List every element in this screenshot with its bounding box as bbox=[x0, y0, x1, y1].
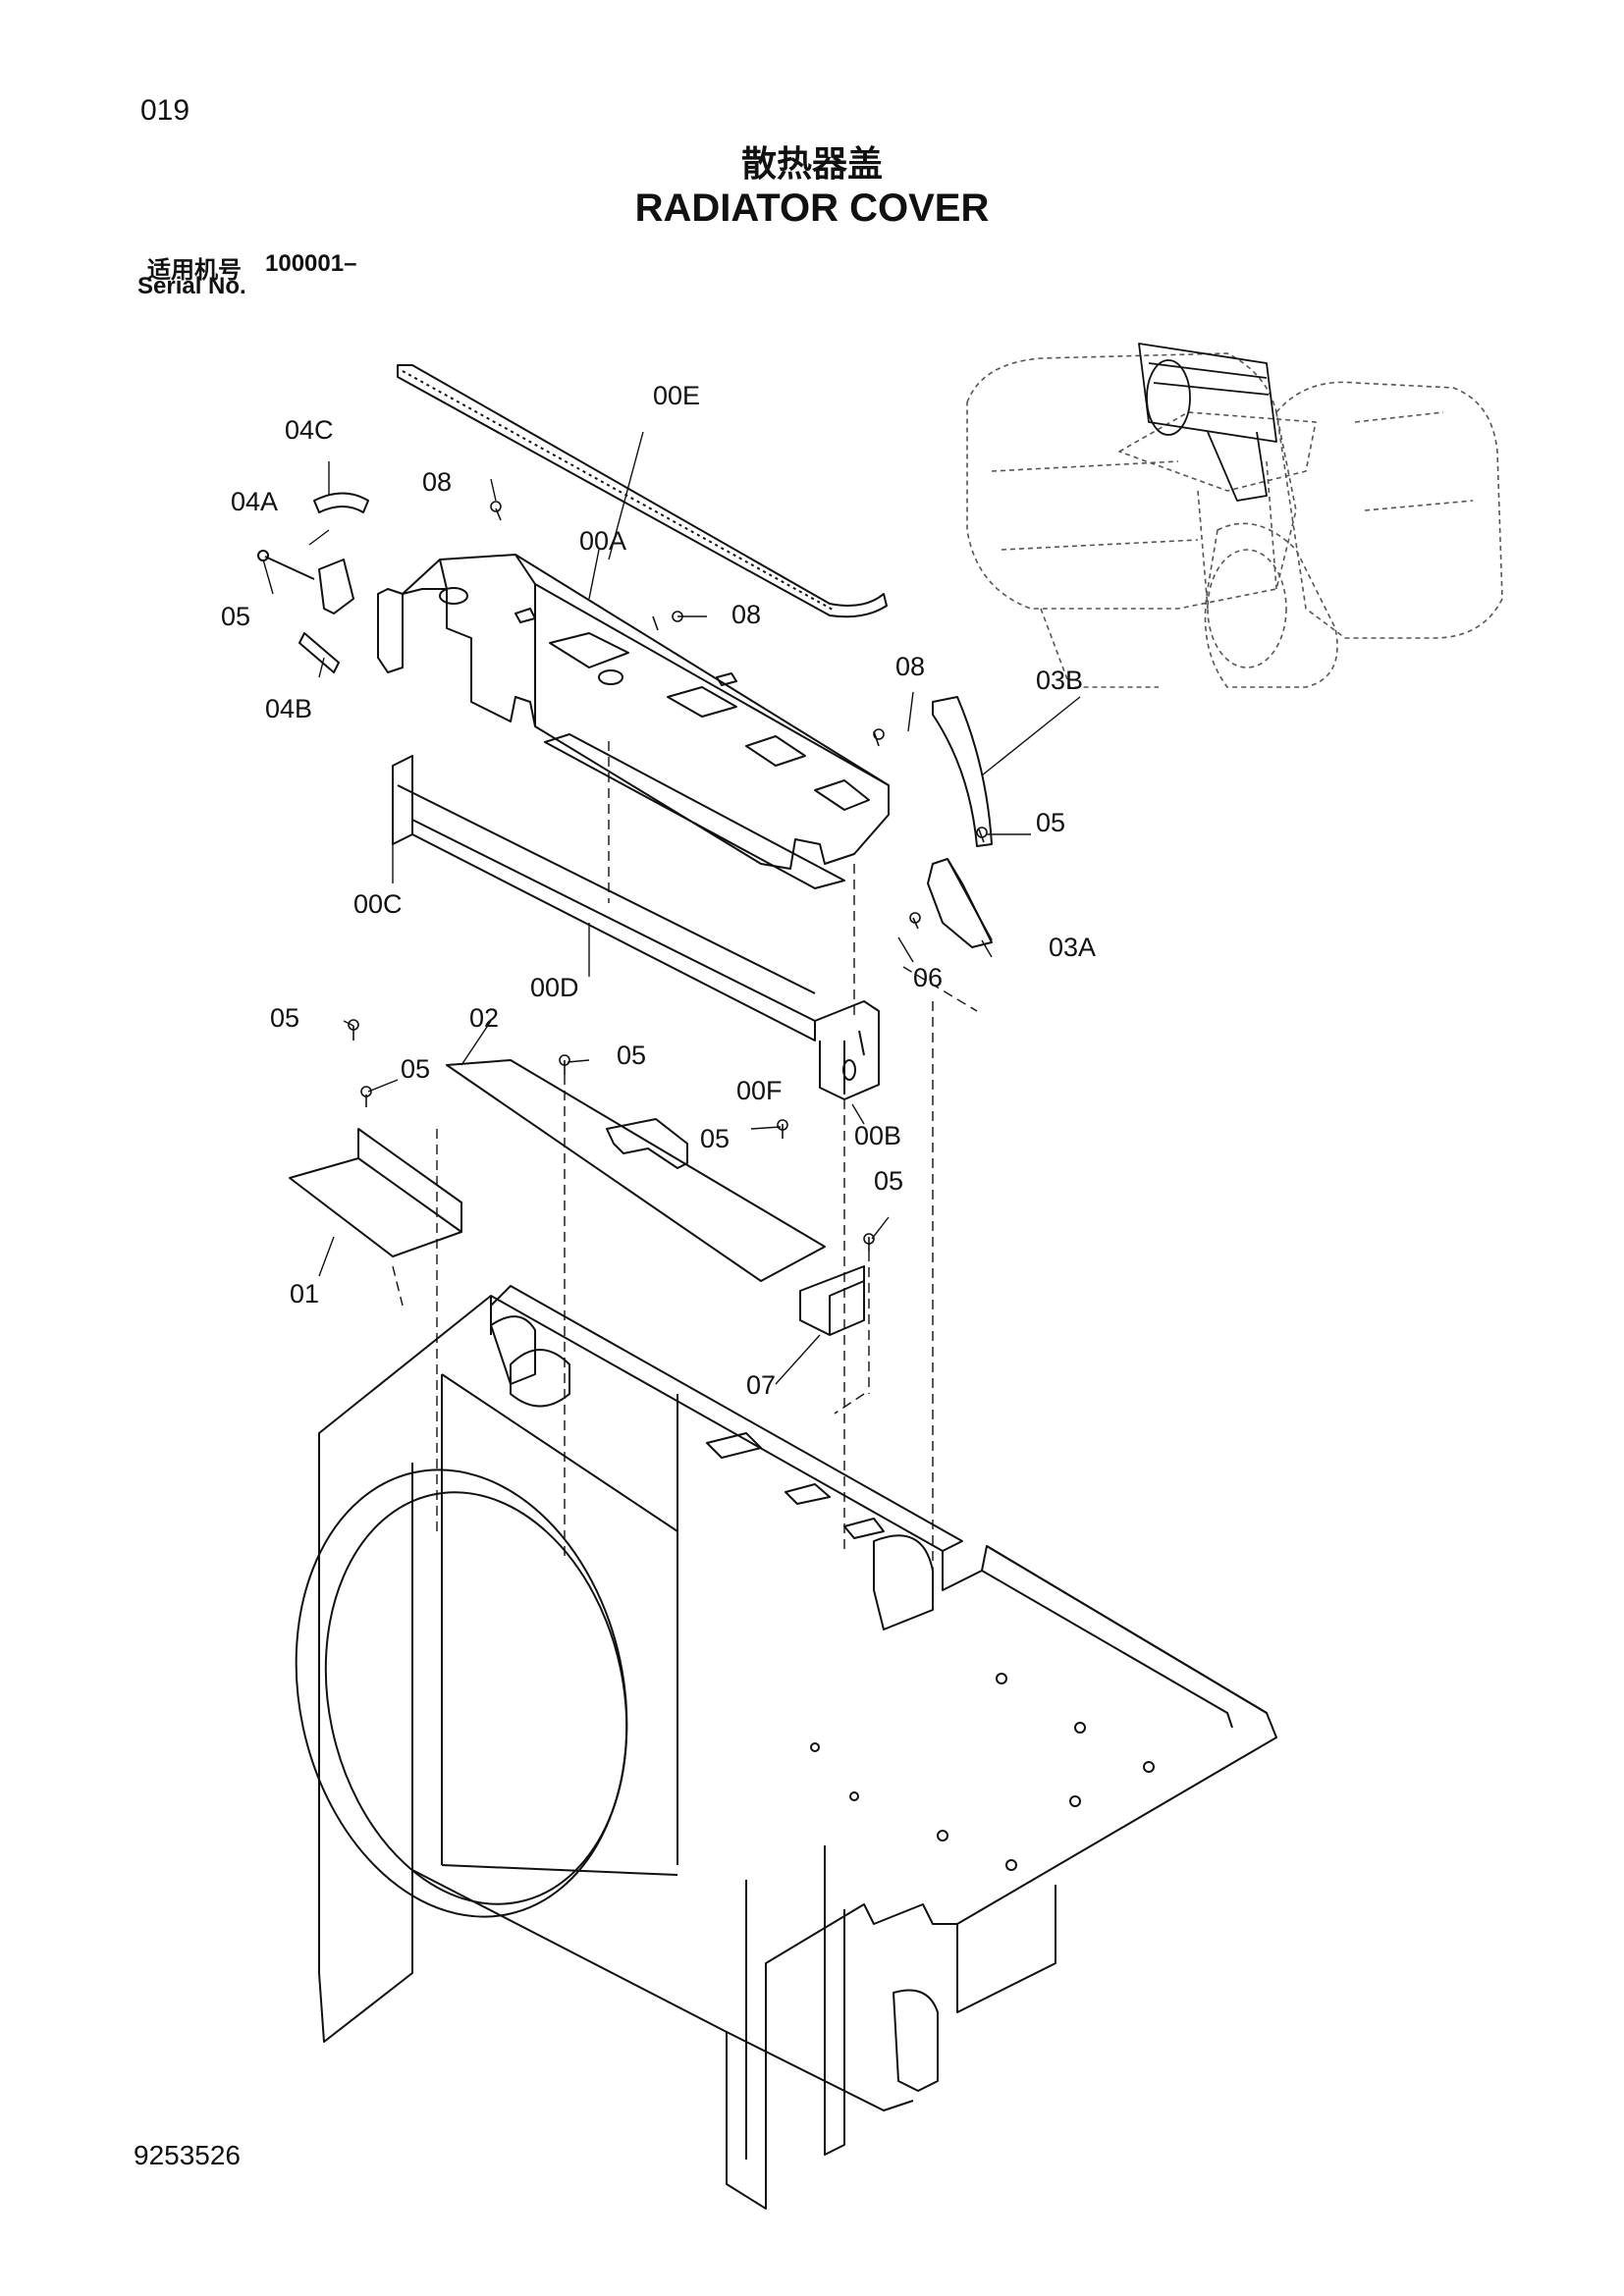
callout-05: 05 bbox=[401, 1054, 430, 1084]
callout-00B: 00B bbox=[854, 1121, 901, 1150]
serial-range: 100001– bbox=[265, 250, 357, 277]
part-00A-top-cover bbox=[402, 554, 890, 889]
serial-label-english: Serial No. bbox=[137, 273, 246, 299]
title-chinese: 散热器盖 bbox=[740, 144, 883, 185]
part-00C-00D-frame bbox=[392, 755, 880, 1100]
radiator-highlight-in-overview bbox=[1138, 343, 1277, 502]
page-number: 019 bbox=[140, 94, 190, 127]
radiator-assembly bbox=[295, 1285, 1277, 2210]
callout-06: 06 bbox=[913, 963, 943, 992]
callout-04A: 04A bbox=[231, 487, 278, 516]
callout-08: 08 bbox=[895, 652, 925, 681]
callout-05: 05 bbox=[617, 1041, 646, 1070]
callout-00D: 00D bbox=[530, 973, 579, 1002]
document-number: 9253526 bbox=[134, 2140, 242, 2170]
callout-leader-lines bbox=[262, 431, 1081, 1385]
machine-overview-illustration bbox=[966, 352, 1503, 688]
callout-01: 01 bbox=[290, 1279, 319, 1308]
part-01-cover bbox=[289, 1128, 462, 1257]
callout-03A: 03A bbox=[1049, 933, 1096, 962]
callout-04C: 04C bbox=[285, 415, 334, 445]
callout-00E: 00E bbox=[653, 381, 700, 410]
callout-07: 07 bbox=[746, 1370, 776, 1400]
callout-labels: 00E 04C 08 04A 00A 08 05 04B 08 03B 05 0… bbox=[221, 381, 1096, 1400]
callout-04B: 04B bbox=[265, 694, 312, 723]
bolts bbox=[257, 501, 988, 1252]
assembly-guide-lines bbox=[392, 741, 978, 1590]
callout-05: 05 bbox=[270, 1003, 299, 1033]
callout-08: 08 bbox=[422, 467, 452, 497]
part-04-bracket-group bbox=[257, 492, 404, 673]
callout-05: 05 bbox=[700, 1124, 730, 1153]
part-03A-03B-support bbox=[927, 696, 993, 948]
callout-00A: 00A bbox=[579, 526, 626, 556]
title-english: RADIATOR COVER bbox=[634, 187, 990, 230]
callout-05: 05 bbox=[221, 602, 250, 631]
callout-00F: 00F bbox=[736, 1076, 783, 1105]
callout-00C: 00C bbox=[353, 889, 403, 919]
part-07-bracket bbox=[799, 1265, 865, 1336]
callout-05: 05 bbox=[1036, 808, 1065, 837]
callout-08: 08 bbox=[731, 600, 761, 629]
part-00E-seal-strip bbox=[397, 364, 888, 618]
callout-05: 05 bbox=[874, 1166, 903, 1196]
part-02-cover bbox=[446, 1059, 826, 1282]
callout-03B: 03B bbox=[1036, 666, 1083, 695]
callout-02: 02 bbox=[469, 1003, 499, 1033]
serial-label-chinese: 适用机号 bbox=[147, 256, 242, 284]
